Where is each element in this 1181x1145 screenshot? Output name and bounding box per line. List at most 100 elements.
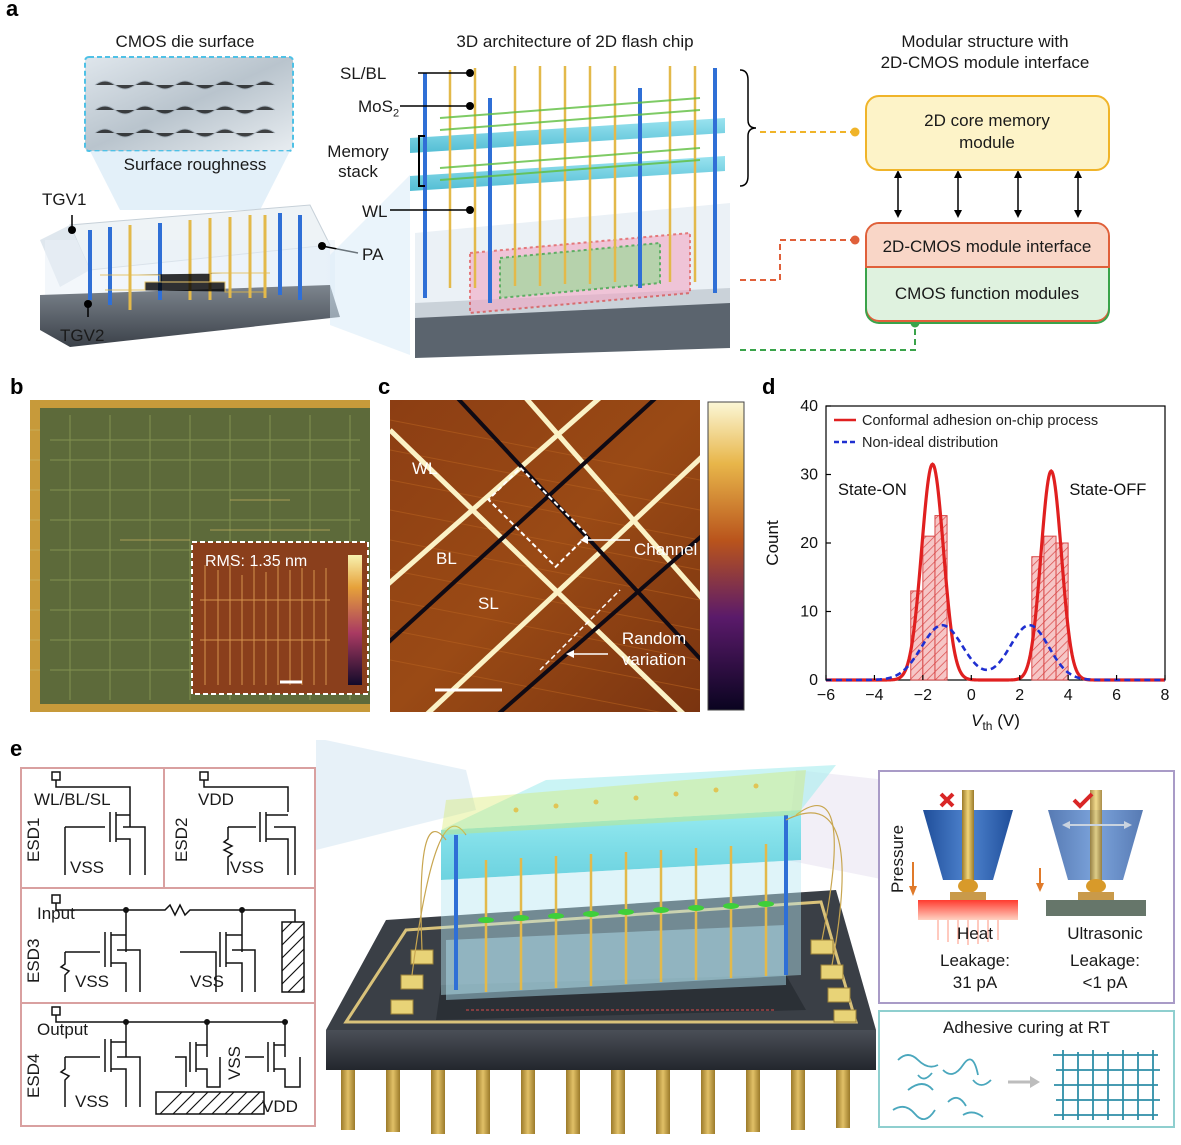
x-tick-label: −6 bbox=[817, 687, 835, 704]
x-tick-label: 8 bbox=[1161, 687, 1170, 704]
afm-channel-label: Channel bbox=[634, 540, 698, 559]
afm-sl-label: SL bbox=[478, 594, 499, 613]
histogram-bar bbox=[922, 535, 936, 681]
afm-bl-label: BL bbox=[436, 549, 457, 568]
title-modular-structure-2: 2D-CMOS module interface bbox=[880, 53, 1090, 72]
histogram-bar bbox=[934, 515, 948, 681]
y-tick-label: 0 bbox=[809, 672, 818, 689]
wl-bl-sl-label: WL/BL/SL bbox=[34, 790, 111, 809]
legend-label-nonideal: Non-ideal distribution bbox=[862, 435, 998, 451]
afm-random-label-2: variation bbox=[621, 650, 687, 669]
vss-label-esd3a: VSS bbox=[75, 972, 110, 991]
esd1-label: ESD1 bbox=[24, 817, 43, 862]
core-memory-module: 2D core memory module bbox=[865, 95, 1110, 171]
interface-label: 2D-CMOS module interface bbox=[882, 237, 1092, 256]
memory-stack-label-1: Memory bbox=[327, 142, 389, 161]
x-axis-label: Vth (V) bbox=[971, 711, 1020, 733]
vss-label-esd4-rot: VSS bbox=[225, 1045, 244, 1080]
input-label: Input bbox=[37, 904, 75, 923]
leakage-ultra-label: Leakage: bbox=[1070, 951, 1140, 970]
memory-stack-label-2: stack bbox=[338, 162, 378, 181]
curing-illustration bbox=[892, 1050, 1160, 1120]
vdd-label-esd4: VDD bbox=[262, 1097, 298, 1116]
interface-band bbox=[867, 224, 1108, 268]
title-modular-structure-1: Modular structure with bbox=[901, 32, 1069, 51]
annotation-state-off: State-OFF bbox=[1069, 481, 1146, 499]
y-tick-label: 40 bbox=[800, 398, 818, 415]
afm-random-label-1: Random bbox=[621, 629, 687, 648]
panel-letter-d: d bbox=[762, 374, 776, 399]
mos2-sub: 2 bbox=[392, 107, 400, 120]
bars-group bbox=[910, 515, 1069, 681]
title-cmos-die-surface: CMOS die surface bbox=[115, 32, 255, 51]
module-connections bbox=[740, 127, 1082, 351]
ultrasonic-label: Ultrasonic bbox=[1067, 924, 1143, 943]
y-tick-label: 30 bbox=[800, 467, 818, 484]
x-tick-label: −2 bbox=[914, 687, 932, 704]
y-ticks: 0 10 20 30 40 bbox=[800, 398, 831, 689]
x-axis-label-unit: (V) bbox=[992, 711, 1019, 730]
leakage-heat-value: 31 pA bbox=[952, 973, 998, 992]
mos2-text: MoS bbox=[358, 97, 393, 116]
x-axis-label-sub: th bbox=[982, 719, 992, 733]
surface-roughness-inset bbox=[84, 56, 294, 152]
pressure-label: Pressure bbox=[888, 824, 907, 893]
wl-label-a: WL bbox=[362, 202, 388, 221]
tgv2-label: TGV2 bbox=[60, 326, 105, 345]
vth-histogram-chart: −6 −4 −2 0 2 4 6 8 0 10 20 30 40 Conformal adhesion… bbox=[763, 398, 1170, 733]
x-axis-label-v: V bbox=[971, 711, 984, 730]
core-memory-label-1: 2D core memory bbox=[924, 111, 1050, 130]
bonding-illustration bbox=[909, 790, 1146, 945]
panel-letter-b: b bbox=[10, 374, 24, 399]
panel-letter-c: c bbox=[378, 374, 391, 399]
vss-label-esd2: VSS bbox=[230, 858, 265, 877]
esd3-label: ESD3 bbox=[24, 938, 43, 983]
pa-label: PA bbox=[362, 245, 384, 264]
legend-label-conformal: Conformal adhesion on-chip process bbox=[862, 413, 1098, 429]
optical-micrograph bbox=[30, 400, 370, 712]
histogram-bar bbox=[1043, 535, 1057, 681]
y-tick-label: 10 bbox=[800, 604, 818, 621]
cmos-module-border bbox=[865, 268, 1110, 324]
vss-label-esd4: VSS bbox=[75, 1092, 110, 1111]
x-tick-label: 0 bbox=[967, 687, 976, 704]
x-ticks: −6 −4 −2 0 2 4 6 8 bbox=[817, 675, 1170, 704]
tgv1-label: TGV1 bbox=[42, 190, 87, 209]
vdd-label-esd2: VDD bbox=[198, 790, 234, 809]
flash-chip-3d-illustration bbox=[390, 66, 757, 358]
afm-colorbar bbox=[707, 401, 745, 711]
adhesive-curing-box bbox=[878, 1010, 1175, 1128]
chip-package-illustration bbox=[316, 740, 886, 1134]
output-label: Output bbox=[37, 1020, 89, 1039]
x-tick-label: 4 bbox=[1064, 687, 1073, 704]
leakage-ultra-value: <1 pA bbox=[1082, 973, 1128, 992]
sl-bl-label: SL/BL bbox=[340, 64, 387, 83]
mos2-label: MoS2 bbox=[358, 97, 399, 119]
series-line-nonideal bbox=[826, 623, 1165, 682]
adhesive-curing-label: Adhesive curing at RT bbox=[943, 1018, 1110, 1037]
rms-label: RMS: 1.35 nm bbox=[205, 553, 308, 570]
y-tick-label: 20 bbox=[800, 535, 818, 552]
bonding-comparison-box bbox=[878, 770, 1175, 1004]
cmos-function-label: CMOS function modules bbox=[894, 284, 1080, 303]
heat-label: Heat bbox=[957, 924, 993, 943]
panel-letter-a: a bbox=[6, 0, 19, 21]
core-memory-label-2: module bbox=[959, 133, 1015, 152]
x-tick-label: 6 bbox=[1112, 687, 1121, 704]
leakage-heat-label: Leakage: bbox=[940, 951, 1010, 970]
afm-wl-label: WL bbox=[412, 459, 438, 478]
cmos-die-illustration bbox=[40, 56, 410, 355]
esd-circuits bbox=[51, 771, 305, 1115]
surface-roughness-label: Surface roughness bbox=[123, 155, 267, 174]
x-tick-label: −4 bbox=[865, 687, 883, 704]
y-axis-label: Count bbox=[763, 520, 782, 566]
esd4-label: ESD4 bbox=[24, 1053, 43, 1098]
afm-image bbox=[390, 400, 745, 712]
title-3d-architecture: 3D architecture of 2D flash chip bbox=[456, 32, 694, 51]
esd2-label: ESD2 bbox=[172, 817, 191, 862]
vss-label-esd3b: VSS bbox=[190, 972, 225, 991]
cmos-stack-module: 2D-CMOS module interface CMOS function m… bbox=[865, 222, 1110, 322]
x-tick-label: 2 bbox=[1015, 687, 1024, 704]
annotation-state-on: State-ON bbox=[838, 481, 907, 499]
panel-letter-e: e bbox=[10, 736, 23, 761]
